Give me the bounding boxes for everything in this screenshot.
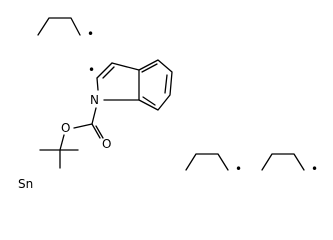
nitrogen-label: N [90,93,99,107]
radical-dot-indole: • [88,63,95,77]
bond-carbonyl-o-double [95,125,104,139]
indole-ring: N • [88,59,173,111]
bond-carbonyl-ester-o [73,123,93,129]
bond-ester-o-tbutyl [59,134,65,151]
tin-label: Sn [18,177,33,191]
ester-oxygen-label: O [61,121,70,135]
bond-c3-c3a [111,62,140,71]
boc-group: O O [59,107,111,151]
carbonyl-oxygen-label: O [102,137,111,151]
butyl-radical-top: • [37,17,94,41]
bond-c2-n1 [96,77,99,91]
tert-butyl-group [39,149,79,169]
molecule-structure-diagram: • N • O O Sn • • [18,17,318,191]
radical-dot-bottom-left: • [235,162,242,176]
benzene-double-3 [142,96,156,106]
benzene-double-1 [141,63,158,73]
butyl-chain-top [37,17,81,36]
butyl-chain-bottom-right [261,153,305,171]
butyl-chain-bottom-left [185,153,229,171]
butyl-radical-bottom-right: • [261,153,318,176]
radical-dot-top: • [87,27,94,41]
bond-c2-c3-double [102,66,115,79]
benzene-ring [138,59,173,111]
bond-carbonyl-o [91,123,101,139]
bond-n1-carbonyl [91,107,97,125]
bond-c2-c3 [96,62,113,79]
radical-dot-bottom-right: • [311,162,318,176]
benzene-double-2 [164,74,168,94]
butyl-radical-bottom-left: • [185,153,242,176]
